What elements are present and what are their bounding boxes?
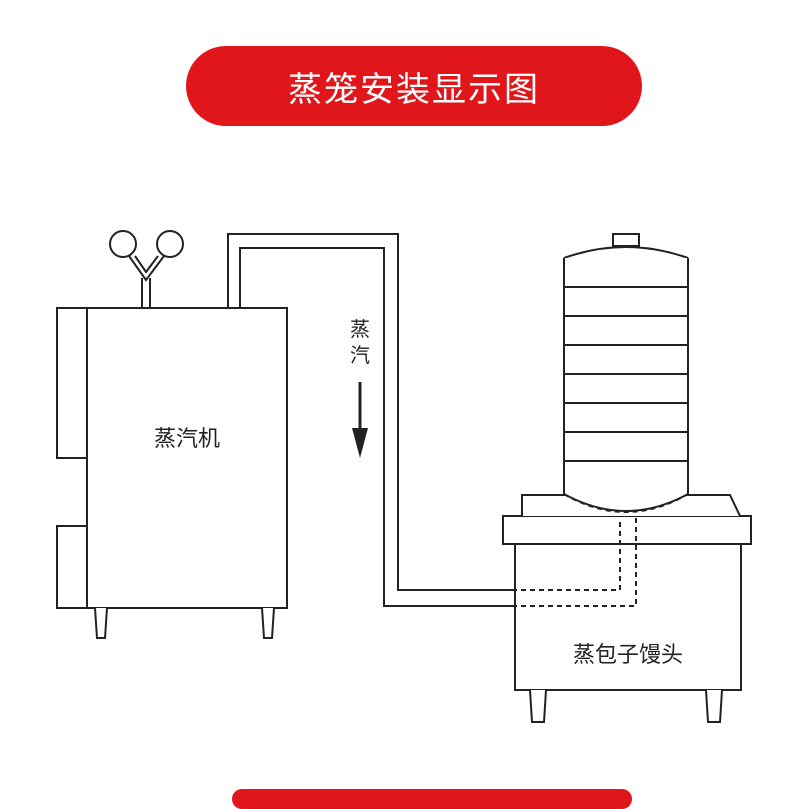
next-section-banner <box>232 789 632 809</box>
steam-flow-label-1: 蒸 <box>350 317 370 341</box>
steamer-lid <box>563 246 689 259</box>
cabinet-top-plate <box>502 515 752 545</box>
steam-machine-left-leg <box>94 607 108 639</box>
title-banner: 蒸笼安装显示图 <box>186 46 642 126</box>
down-arrow-icon <box>352 382 368 458</box>
steam-machine-lower-panel <box>56 525 88 609</box>
steam-machine-upper-panel <box>56 307 88 459</box>
steamer-cabinet <box>502 494 752 723</box>
cabinet-left-leg <box>529 689 547 723</box>
steamer-stack <box>563 233 689 512</box>
steam-flow-label-2: 汽 <box>350 343 370 367</box>
cabinet-right-leg <box>705 689 723 723</box>
page-title: 蒸笼安装显示图 <box>288 69 540 110</box>
steam-pipe <box>227 233 512 607</box>
steamer-unit-label: 蒸包子馒头 <box>573 643 683 668</box>
steam-machine-label: 蒸汽机 <box>154 427 220 452</box>
steam-machine-body <box>86 307 288 609</box>
steamer-lid-knob <box>612 233 640 247</box>
steam-machine-right-leg <box>261 607 275 639</box>
cabinet-body <box>514 543 742 691</box>
steamer-body <box>563 258 689 512</box>
steam-machine <box>56 307 288 639</box>
pressure-gauge-icon <box>109 230 184 308</box>
